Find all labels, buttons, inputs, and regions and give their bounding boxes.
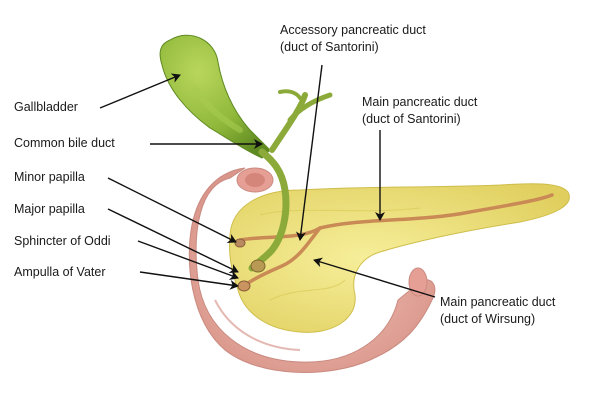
ampulla-structures bbox=[234, 238, 266, 292]
pointer-arrows bbox=[99, 64, 436, 298]
pancreatic-ducts bbox=[238, 193, 554, 287]
pancreas bbox=[229, 183, 570, 333]
common-bile-duct bbox=[248, 89, 333, 272]
label-main-duct-wirsung-line1: Main pancreatic duct bbox=[440, 295, 556, 309]
arrow-minor-papilla bbox=[107, 177, 237, 243]
label-accessory-duct-line2: (duct of Santorini) bbox=[280, 40, 379, 54]
label-common-bile-duct: Common bile duct bbox=[14, 136, 115, 150]
duodenum bbox=[188, 167, 436, 373]
label-ampulla-of-vater: Ampulla of Vater bbox=[14, 265, 106, 279]
gallbladder bbox=[159, 34, 271, 159]
arrow-accessory-duct bbox=[296, 64, 323, 241]
label-major-papilla: Major papilla bbox=[14, 202, 85, 216]
label-minor-papilla: Minor papilla bbox=[14, 170, 85, 184]
label-main-duct-wirsung-line2: (duct of Wirsung) bbox=[440, 312, 536, 326]
arrow-main-duct-wirsung bbox=[313, 257, 436, 298]
label-sphincter-of-oddi: Sphincter of Oddi bbox=[14, 234, 111, 248]
label-main-duct-santorini-line2: (duct of Santorini) bbox=[362, 112, 461, 126]
label-gallbladder: Gallbladder bbox=[14, 100, 78, 114]
arrow-sphincter-of-oddi bbox=[137, 240, 239, 280]
arrow-ampulla-of-vater bbox=[139, 271, 239, 290]
arrow-gallbladder bbox=[99, 73, 181, 109]
label-main-duct-santorini-line1: Main pancreatic duct bbox=[362, 95, 478, 109]
arrow-major-papilla bbox=[107, 208, 239, 274]
label-accessory-duct-line1: Accessory pancreatic duct bbox=[280, 23, 426, 37]
